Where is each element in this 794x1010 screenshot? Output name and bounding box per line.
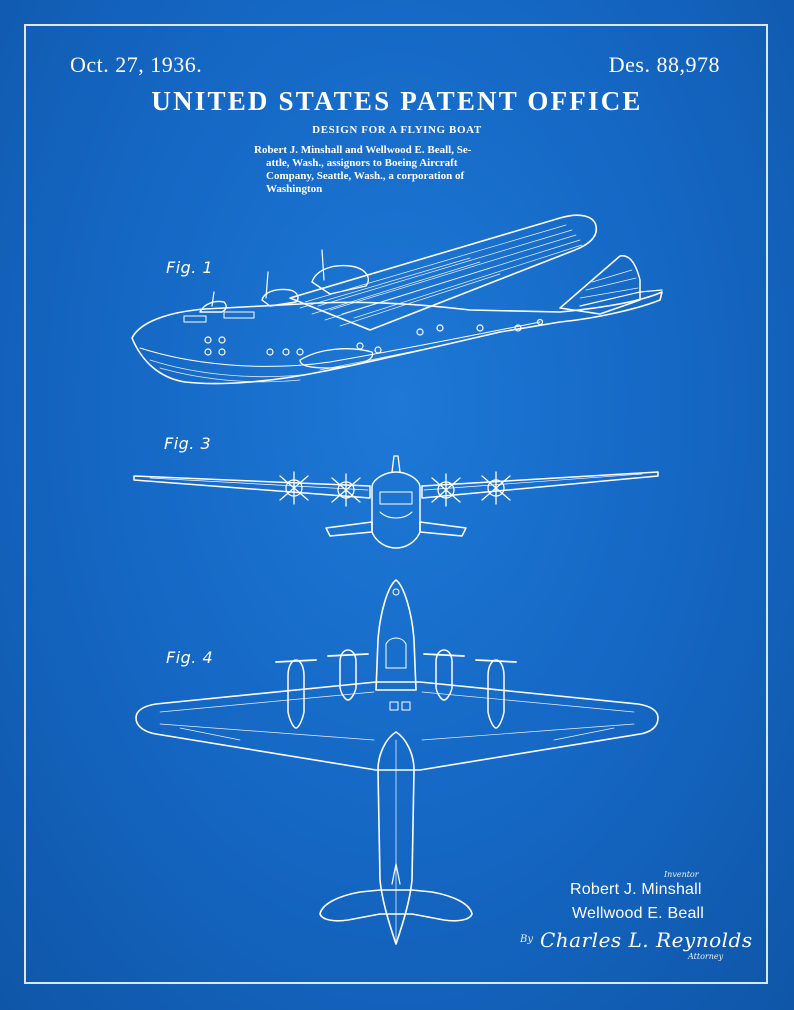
inventors-line: Washington <box>266 183 323 195</box>
inventors-line: Company, Seattle, Wash., a corporation o… <box>266 170 465 182</box>
border-frame <box>24 24 768 984</box>
attorney-caption: Attorney <box>688 952 724 961</box>
inventors-line: Robert J. Minshall and Wellwood E. Beall… <box>254 144 472 156</box>
fig3-front-view <box>133 455 659 549</box>
inventors-line: attle, Wash., assignors to Boeing Aircra… <box>266 157 458 169</box>
inventor-2-name: Wellwood E. Beall <box>572 905 705 922</box>
fig1-side-view <box>131 214 663 385</box>
inventor-caption: Inventor <box>664 870 699 879</box>
fig3-label: Fig. 3 <box>164 434 212 453</box>
fig4-plan-view <box>135 579 659 945</box>
inventors-text: Robert J. Minshall and Wellwood E. Beall… <box>254 144 554 196</box>
fig4-label: Fig. 4 <box>166 648 214 667</box>
design-subtitle: DESIGN FOR A FLYING BOAT <box>312 124 482 136</box>
patent-date: Oct. 27, 1936. <box>70 52 203 77</box>
patent-office-title: UNITED STATES PATENT OFFICE <box>151 86 643 116</box>
design-number: Des. 88,978 <box>608 52 720 77</box>
inventor-1-name: Robert J. Minshall <box>570 881 702 898</box>
by-label: By <box>520 934 533 945</box>
attorney-signature: Charles L. Reynolds <box>540 928 753 952</box>
fig1-label: Fig. 1 <box>166 258 214 277</box>
